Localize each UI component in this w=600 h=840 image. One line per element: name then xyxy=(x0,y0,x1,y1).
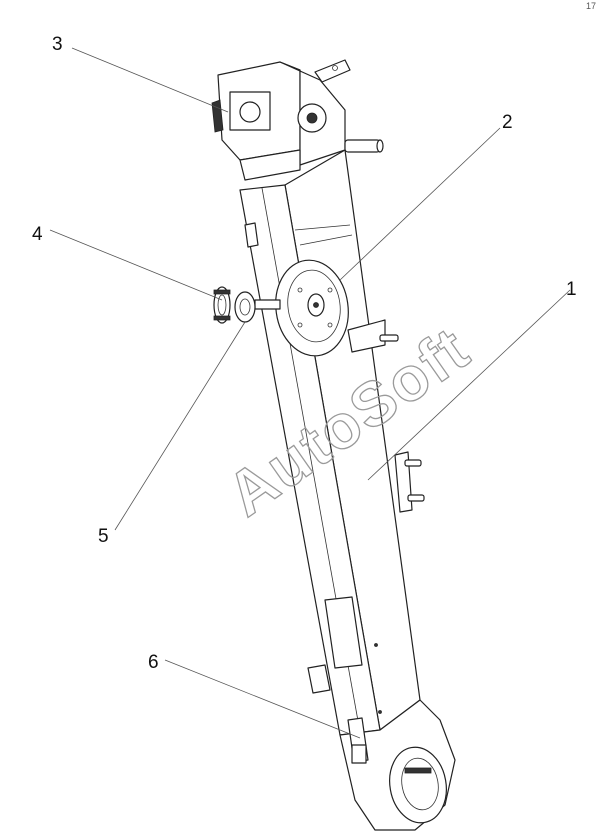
mounting-brackets xyxy=(347,319,425,513)
callout-6: 6 xyxy=(148,652,159,673)
leader-lines xyxy=(49,47,571,739)
head-assembly xyxy=(211,59,384,181)
bushing xyxy=(234,291,256,323)
boot-assembly xyxy=(339,699,456,831)
callout-5: 5 xyxy=(98,526,109,547)
callout-3: 3 xyxy=(52,34,63,55)
callout-1: 1 xyxy=(566,279,577,300)
small-gear xyxy=(213,286,231,324)
callout-4: 4 xyxy=(32,224,43,245)
corner-mark: 17 xyxy=(586,1,596,11)
drive-pulley xyxy=(254,259,349,357)
callout-2: 2 xyxy=(502,112,513,133)
callout-labels: 1 2 3 4 5 6 xyxy=(32,34,577,673)
